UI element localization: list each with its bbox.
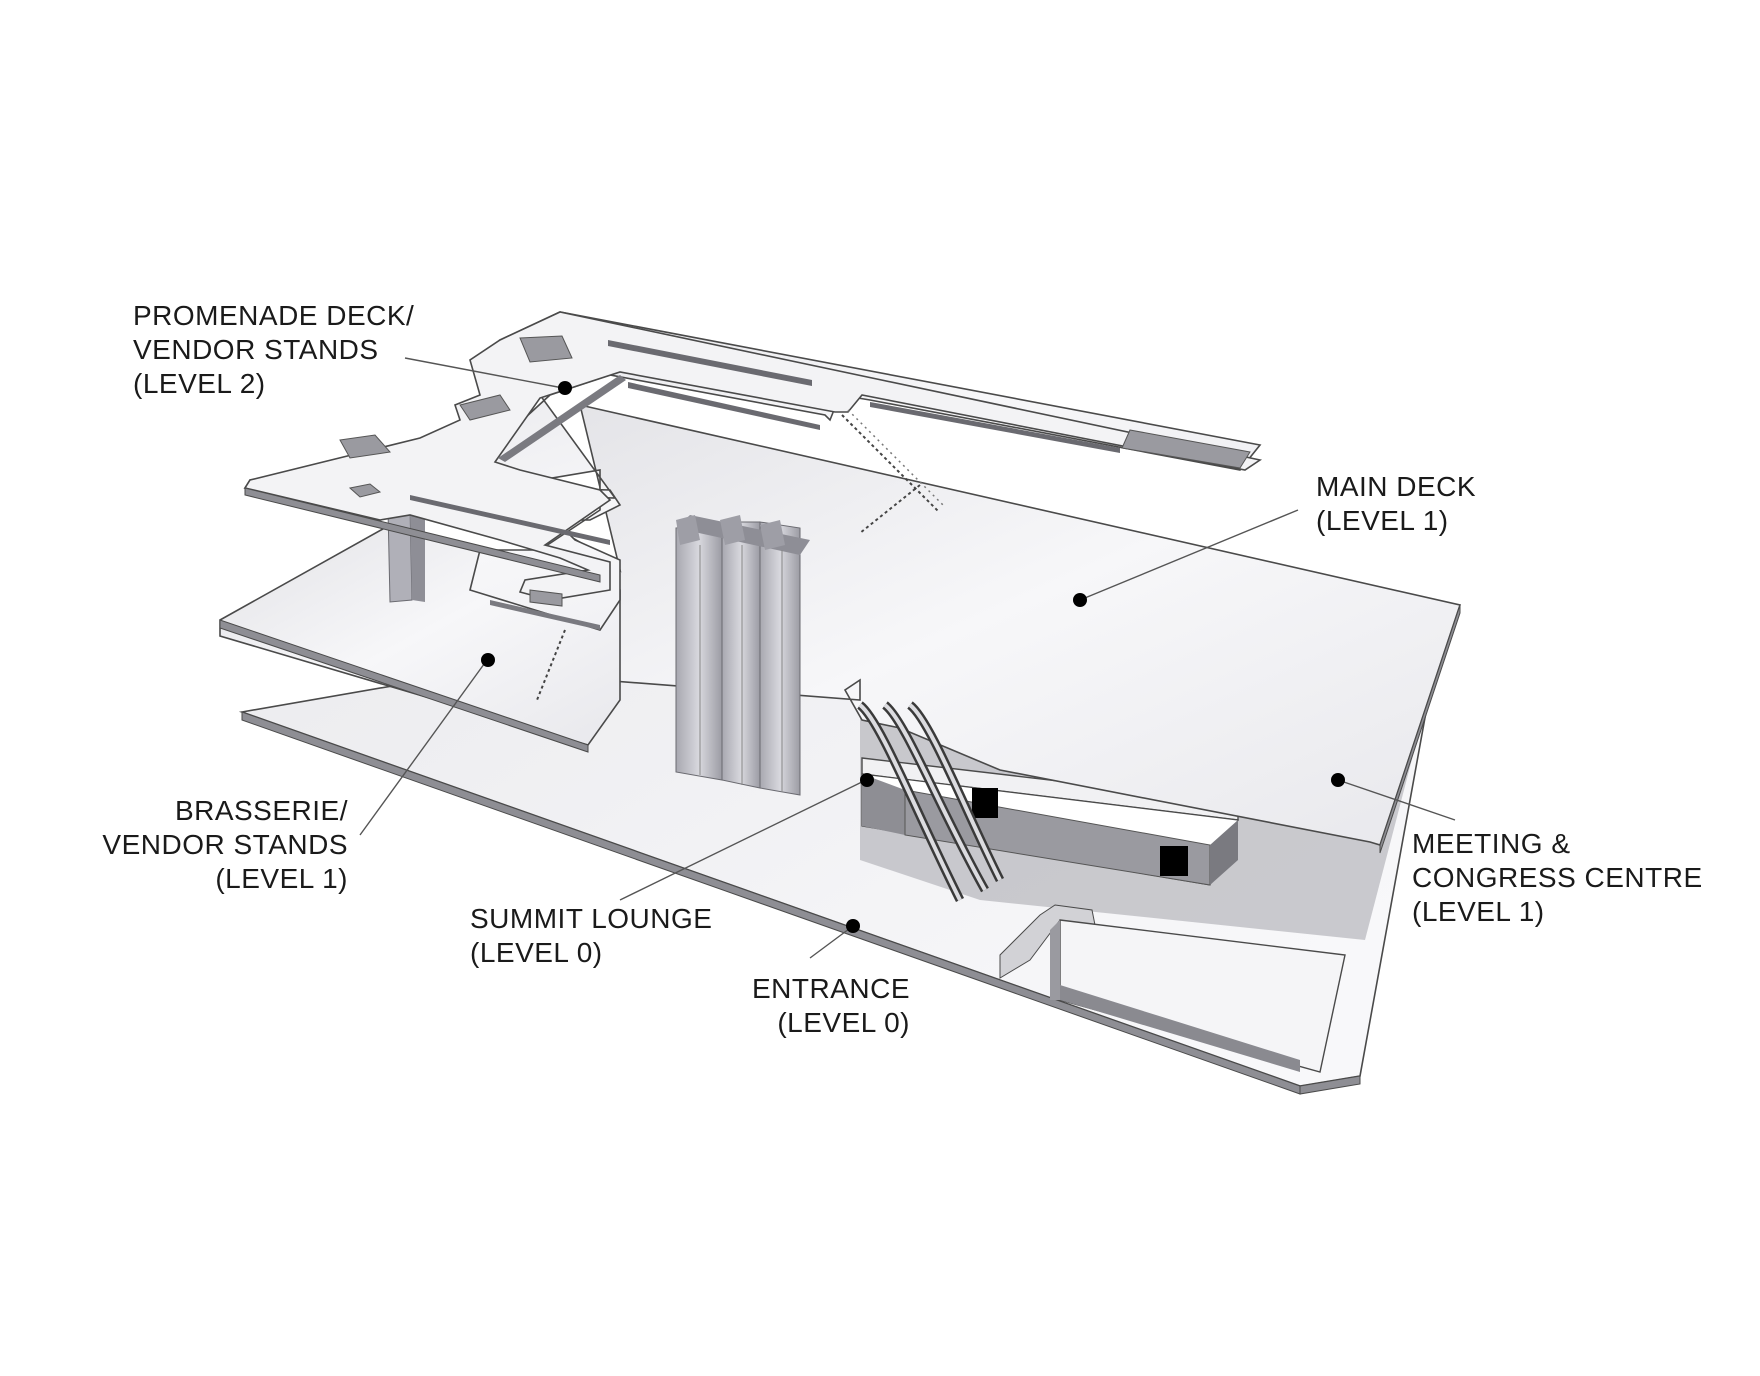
label-entrance: ENTRANCE (LEVEL 0) bbox=[752, 973, 910, 1038]
label-meeting-congress: MEETING & CONGRESS CENTRE (LEVEL 1) bbox=[1412, 828, 1703, 927]
vendor-stand bbox=[519, 335, 573, 363]
entrance-pocket bbox=[999, 904, 1346, 1073]
lift-towers bbox=[675, 515, 810, 796]
label-line: PROMENADE DECK/ bbox=[133, 300, 414, 331]
label-brasserie: BRASSERIE/ VENDOR STANDS (LEVEL 1) bbox=[102, 795, 348, 894]
vendor-stand bbox=[1121, 429, 1251, 469]
label-line: MEETING & bbox=[1412, 828, 1571, 859]
escalators bbox=[856, 701, 1005, 903]
stairs bbox=[536, 409, 945, 701]
label-line: VENDOR STANDS bbox=[133, 334, 379, 365]
label-line: MAIN DECK bbox=[1316, 471, 1476, 502]
dark-door-block bbox=[972, 788, 998, 818]
label-main-deck: MAIN DECK (LEVEL 1) bbox=[1316, 471, 1476, 536]
leader-main-deck bbox=[1073, 509, 1299, 607]
label-line: CONGRESS CENTRE bbox=[1412, 862, 1703, 893]
leader-entrance bbox=[809, 919, 860, 959]
label-promenade-deck: PROMENADE DECK/ VENDOR STANDS (LEVEL 2) bbox=[133, 300, 414, 399]
promenade-deck-slab bbox=[243, 311, 1263, 631]
leader-brasserie bbox=[359, 653, 495, 836]
label-line: ENTRANCE bbox=[752, 973, 910, 1004]
label-line: (LEVEL 1) bbox=[1412, 896, 1545, 927]
label-line: BRASSERIE/ bbox=[175, 795, 348, 826]
leader-meeting bbox=[1331, 773, 1456, 821]
vendor-stand bbox=[339, 434, 391, 459]
vendor-stand bbox=[459, 394, 511, 421]
label-line: (LEVEL 1) bbox=[215, 863, 348, 894]
label-line: SUMMIT LOUNGE bbox=[470, 903, 712, 934]
label-line: (LEVEL 1) bbox=[1316, 505, 1449, 536]
dark-door-block bbox=[1160, 846, 1188, 876]
leader-promenade bbox=[404, 357, 572, 395]
label-line: (LEVEL 0) bbox=[777, 1007, 910, 1038]
leader-summit bbox=[619, 773, 874, 901]
summit-lounge-box bbox=[861, 757, 1239, 886]
label-line: (LEVEL 2) bbox=[133, 368, 266, 399]
label-summit-lounge: SUMMIT LOUNGE (LEVEL 0) bbox=[470, 903, 712, 968]
vendor-stand bbox=[348, 483, 382, 498]
label-line: (LEVEL 0) bbox=[470, 937, 603, 968]
label-line: VENDOR STANDS bbox=[102, 829, 348, 860]
vendor-stand bbox=[529, 589, 563, 607]
